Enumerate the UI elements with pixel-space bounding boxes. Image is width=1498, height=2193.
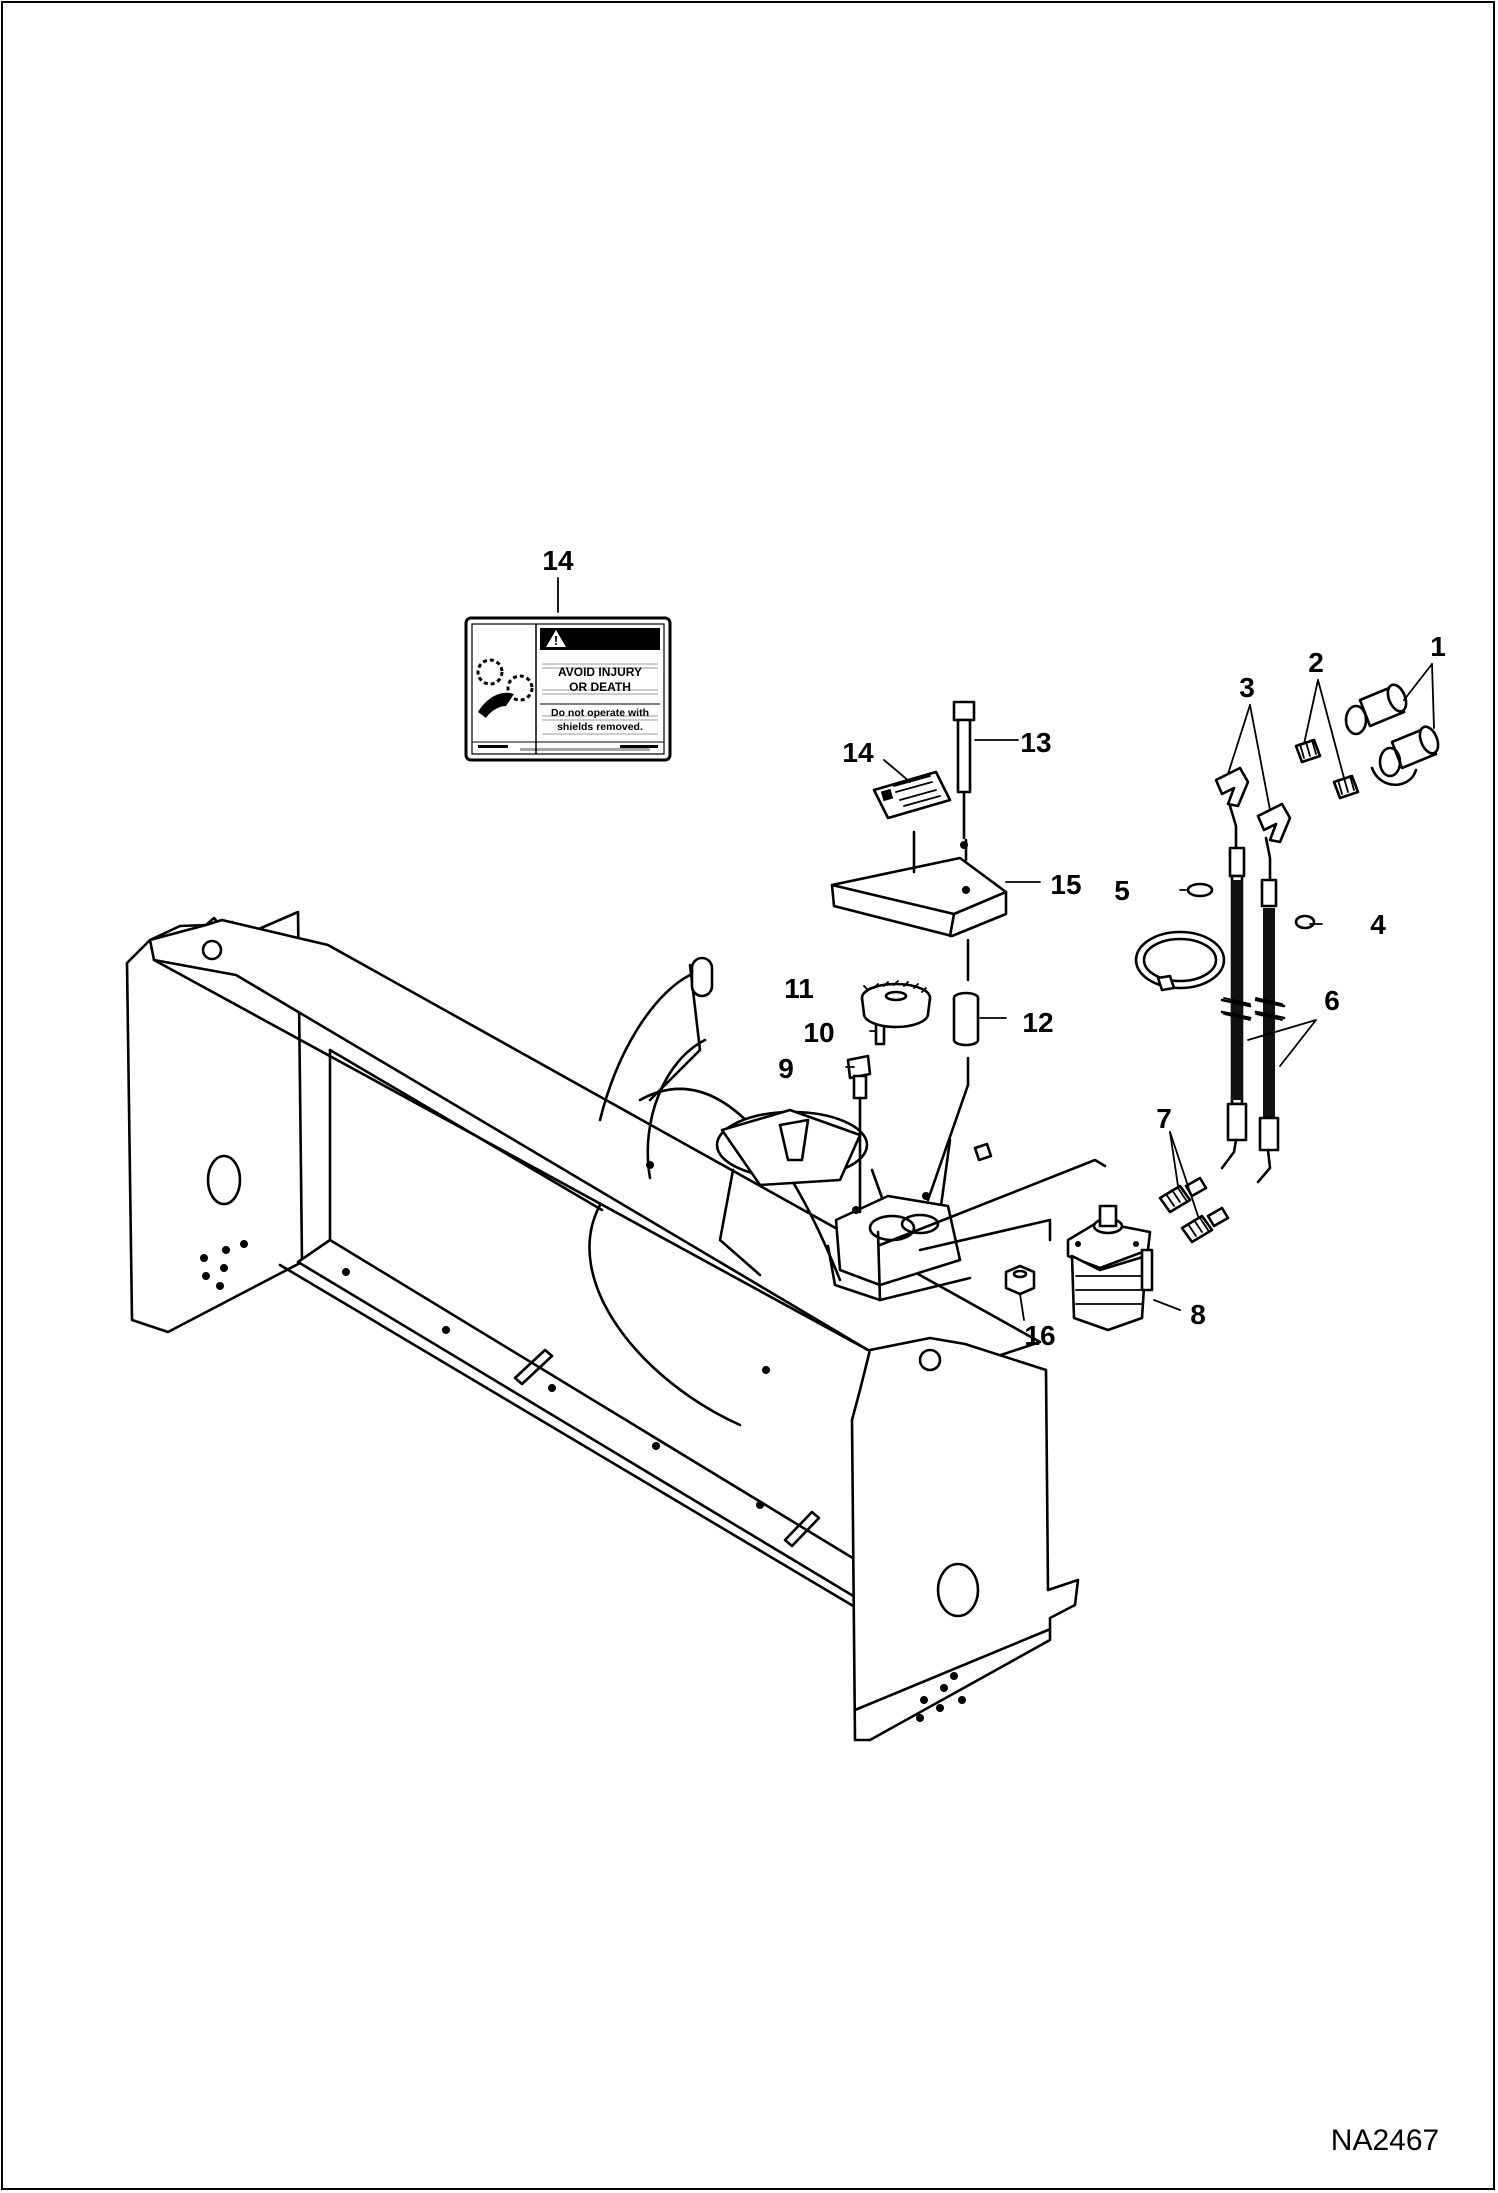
hoses-6 <box>1220 804 1286 1184</box>
decal-line-4: shields removed. <box>557 721 643 733</box>
nut-16 <box>1004 1264 1036 1296</box>
leader-lines <box>557 577 1435 1321</box>
callout-15: 15 <box>1050 869 1081 900</box>
connectors-7 <box>1158 1176 1230 1244</box>
shield-15 <box>830 830 1008 982</box>
warning-decal: ! WARNING AVOID INJURY OR DEATH Do not o… <box>464 616 672 762</box>
spacer-12 <box>926 991 980 1202</box>
elbows-3 <box>1214 766 1292 844</box>
bolt-9 <box>846 1054 872 1214</box>
hand-entanglement-icon <box>476 658 534 718</box>
gear-11 <box>860 980 932 1029</box>
decal-line-1: AVOID INJURY <box>558 665 642 679</box>
callout-14-decal: 14 <box>542 545 574 576</box>
hydraulic-motor <box>1066 1204 1154 1332</box>
callout-6: 6 <box>1324 985 1340 1016</box>
bolt-13 <box>952 700 976 849</box>
callout-2: 2 <box>1308 647 1324 678</box>
callout-7: 7 <box>1156 1103 1172 1134</box>
decal-title: WARNING <box>567 630 649 649</box>
figure-id: NA2467 <box>1331 2124 1439 2157</box>
callout-labels: 1 2 3 4 5 6 7 8 9 10 11 12 13 14 14 15 1… <box>542 545 1445 1351</box>
clamp-4 <box>1294 914 1316 930</box>
callout-14: 14 <box>842 737 874 768</box>
callout-13: 13 <box>1020 727 1051 758</box>
dust-caps-1 <box>1344 683 1440 786</box>
warning-triangle-icon <box>546 630 566 647</box>
callout-1: 1 <box>1430 631 1446 662</box>
callout-4: 4 <box>1370 909 1386 940</box>
callout-11: 11 <box>784 973 814 1004</box>
callout-10: 10 <box>803 1017 834 1048</box>
callout-16: 16 <box>1024 1320 1055 1351</box>
turntable-base <box>826 1158 1107 1302</box>
svg-text:!: ! <box>554 633 558 648</box>
decal-small-14 <box>872 759 952 820</box>
callout-8: 8 <box>1190 1299 1206 1330</box>
adapters-2 <box>1294 738 1360 800</box>
decal-line-2: OR DEATH <box>569 680 631 694</box>
callout-5: 5 <box>1114 875 1130 906</box>
decal-line-3: Do not operate with <box>551 707 649 719</box>
callout-9: 9 <box>778 1053 794 1084</box>
callout-12: 12 <box>1022 1007 1053 1038</box>
blower-housing <box>125 910 1080 1742</box>
callout-3: 3 <box>1239 672 1255 703</box>
clamp-5 <box>1134 882 1226 992</box>
